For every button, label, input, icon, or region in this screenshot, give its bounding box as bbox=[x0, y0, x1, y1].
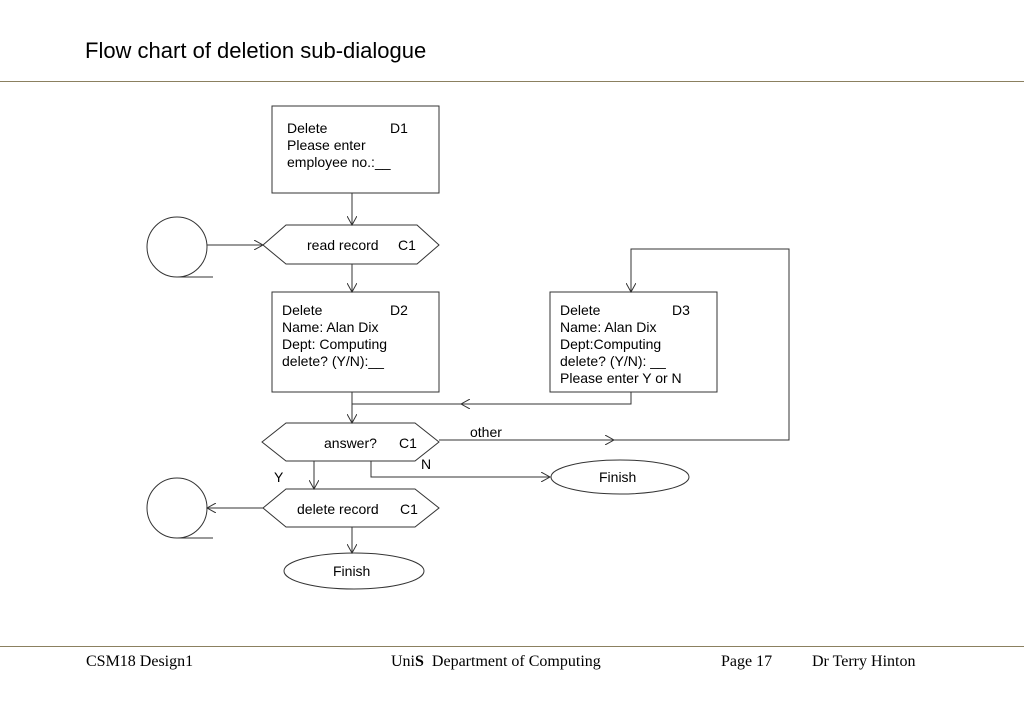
read-record-code: C1 bbox=[398, 237, 416, 253]
d1-line-1: Delete bbox=[287, 120, 328, 136]
d3-code: D3 bbox=[672, 302, 690, 318]
delete-record-label: delete record bbox=[297, 501, 379, 517]
edge-label-y: Y bbox=[274, 469, 284, 485]
edge-n bbox=[370, 461, 550, 477]
connector-circle-top bbox=[146, 216, 208, 278]
d2-line-3: Dept: Computing bbox=[282, 336, 387, 352]
page-title: Flow chart of deletion sub-dialogue bbox=[85, 38, 427, 63]
d3-line-4: delete? (Y/N): __ bbox=[560, 353, 666, 369]
finish-n-label: Finish bbox=[599, 469, 636, 485]
decision-answer bbox=[261, 422, 440, 462]
decision-read-record bbox=[262, 224, 440, 265]
d1-line-2: Please enter bbox=[287, 137, 366, 153]
edge-label-other: other bbox=[470, 424, 502, 440]
footer-uni-prefix: Uni bbox=[391, 653, 415, 670]
connector-circle-bottom bbox=[146, 477, 208, 539]
d2-line-4: delete? (Y/N):__ bbox=[282, 353, 384, 369]
footer-rule bbox=[0, 646, 1024, 647]
d3-line-5: Please enter Y or N bbox=[560, 370, 682, 386]
header-rule bbox=[0, 81, 1024, 82]
answer-code: C1 bbox=[399, 435, 417, 451]
footer-department: UniS Department of Computing bbox=[391, 653, 601, 671]
edge-label-n: N bbox=[421, 456, 431, 472]
delete-record-code: C1 bbox=[400, 501, 418, 517]
d2-line-2: Name: Alan Dix bbox=[282, 319, 378, 335]
d2-line-1: Delete bbox=[282, 302, 323, 318]
edge-d3-return bbox=[461, 392, 632, 404]
answer-label: answer? bbox=[324, 435, 377, 451]
footer-page: Page 17 bbox=[721, 653, 773, 670]
d3-line-1: Delete bbox=[560, 302, 601, 318]
terminal-finish-n bbox=[550, 459, 690, 495]
d1-line-3: employee no.:__ bbox=[287, 154, 391, 170]
read-record-label: read record bbox=[307, 237, 379, 253]
footer-department-name: Department of Computing bbox=[431, 653, 601, 670]
d2-code: D2 bbox=[390, 302, 408, 318]
d3-line-2: Name: Alan Dix bbox=[560, 319, 656, 335]
footer-course: CSM18 Design1 bbox=[86, 653, 194, 670]
finish-end-label: Finish bbox=[333, 563, 370, 579]
decision-delete-record bbox=[262, 488, 440, 528]
footer-author: Dr Terry Hinton bbox=[812, 653, 916, 670]
d1-code: D1 bbox=[390, 120, 408, 136]
d3-line-3: Dept:Computing bbox=[560, 336, 661, 352]
screen-box-d1 bbox=[271, 105, 440, 194]
footer-uni-bold: S bbox=[415, 653, 424, 670]
